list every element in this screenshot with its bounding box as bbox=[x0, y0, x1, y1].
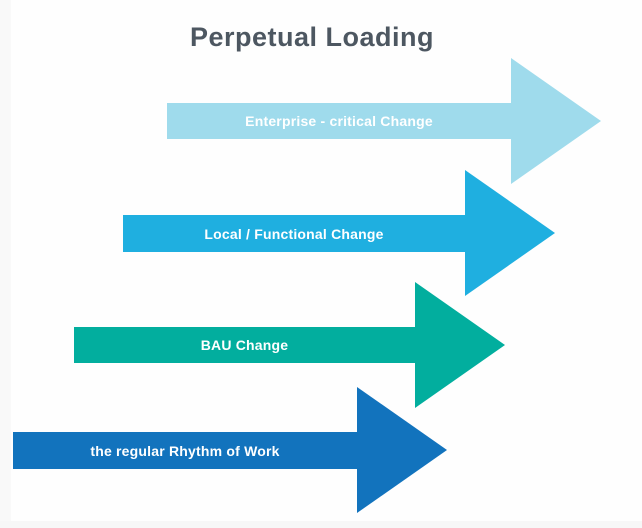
diagram-title: Perpetual Loading bbox=[189, 22, 435, 52]
arrow-shaft: BAU Change bbox=[74, 327, 415, 363]
arrow-shaft: Local / Functional Change bbox=[123, 215, 465, 252]
page-edge-left bbox=[0, 0, 11, 528]
arrow-label: BAU Change bbox=[200, 337, 289, 353]
arrow-head-icon bbox=[511, 58, 601, 184]
arrow-label: Local / Functional Change bbox=[204, 225, 384, 242]
arrow-label: the regular Rhythm of Work bbox=[90, 442, 280, 459]
arrow-shaft: the regular Rhythm of Work bbox=[13, 432, 357, 469]
arrow-head-icon bbox=[357, 387, 447, 513]
arrow-label: Enterprise - critical Change bbox=[245, 113, 433, 129]
arrow-head-icon bbox=[465, 170, 555, 296]
page-edge-bottom bbox=[0, 521, 642, 528]
arrow-shaft: Enterprise - critical Change bbox=[167, 103, 511, 139]
